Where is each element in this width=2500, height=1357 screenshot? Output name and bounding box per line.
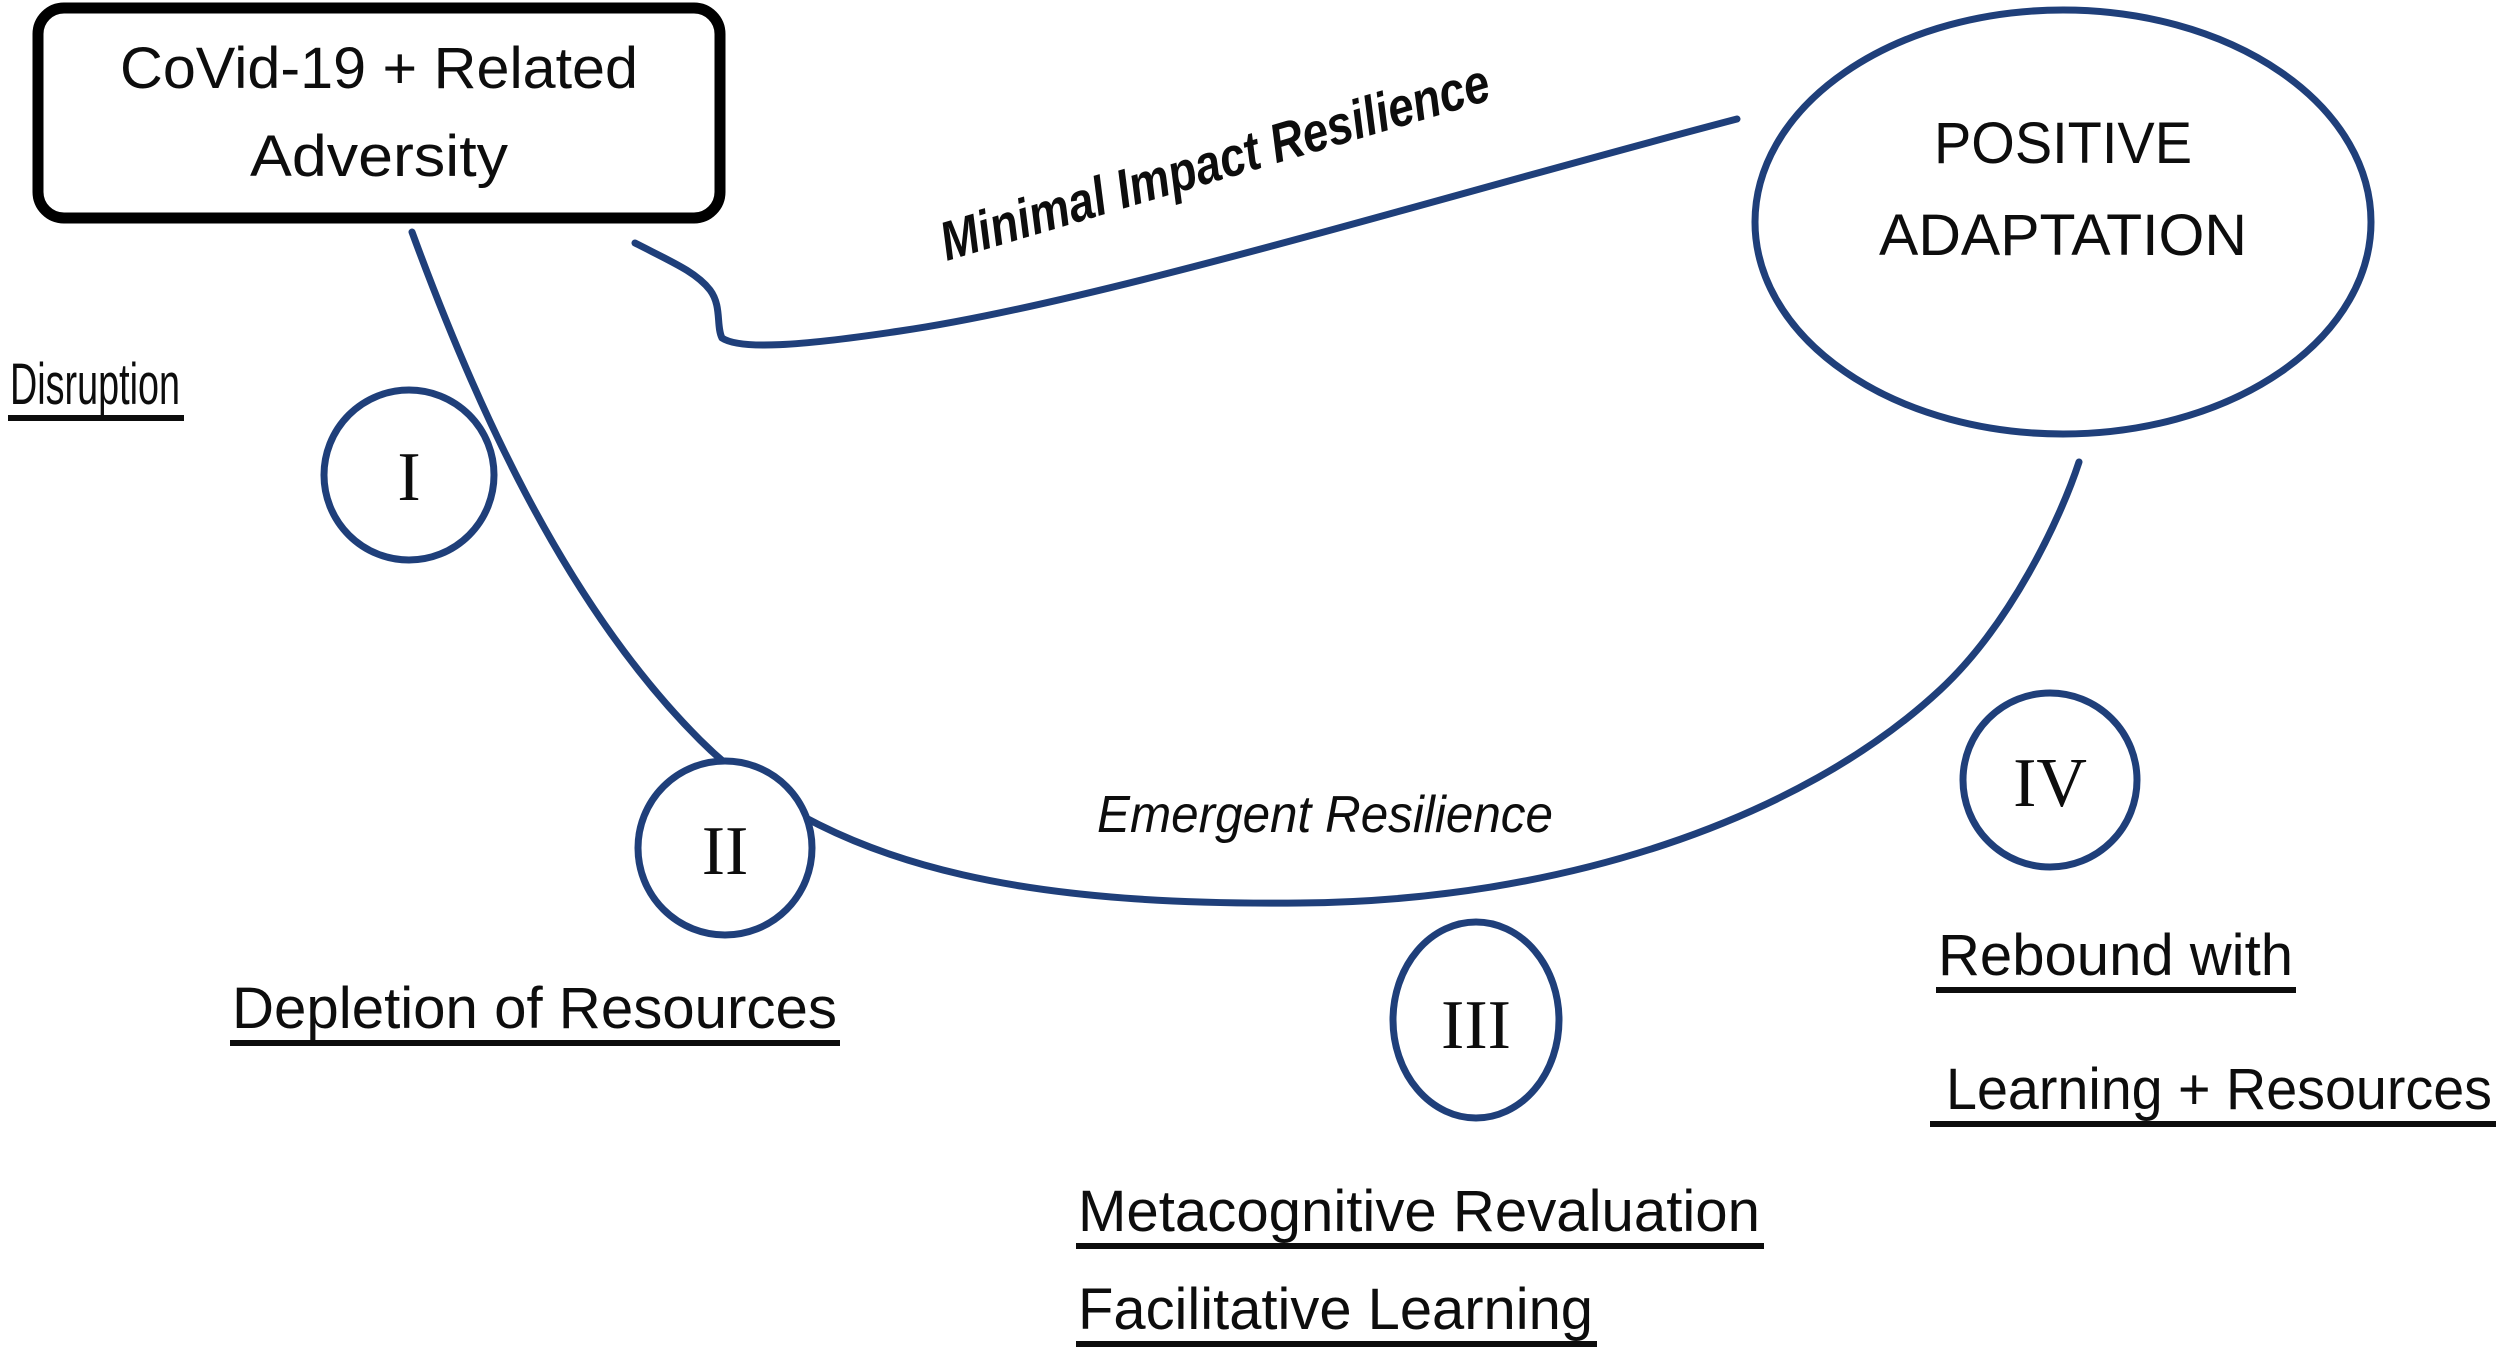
stage-numeral-iii: III: [1441, 987, 1511, 1064]
stage-circle-iii: [1389, 918, 1563, 1122]
positive-adaptation-line-2: ADAPTATION: [1879, 203, 2247, 268]
positive-adaptation-oval: [1751, 6, 2375, 438]
stage-circle-ii: [634, 757, 816, 939]
covid-adversity-box: [32, 2, 726, 224]
stage-label-iii-line-2: Facilitative Learning: [1078, 1277, 1593, 1342]
minimal-impact-resilience-label: Minimal Impact Resilience: [933, 51, 1497, 272]
stage-circle-iv: [1959, 689, 2141, 871]
minimal-impact-resilience-curve: [631, 115, 1741, 349]
emergent-resilience-curve: [408, 228, 2083, 907]
positive-adaptation-line-1: POSITIVE: [1934, 111, 2192, 176]
covid-adversity-line-1: CoVid-19 + Related: [120, 36, 638, 101]
emergent-resilience-label: Emergent Resilience: [1097, 786, 1553, 844]
stage-label-iii-line-1: Metacognitive Revaluation: [1078, 1179, 1760, 1244]
stage-circle-i: [320, 386, 498, 564]
stage-numeral-i: I: [397, 439, 420, 516]
covid-adversity-line-2: Adversity: [250, 124, 508, 189]
stage-label-iv-line-2: Learning + Resources: [1946, 1057, 2492, 1122]
stage-label-i-line-1: Disruption: [10, 352, 180, 417]
stage-numeral-ii: II: [702, 813, 749, 890]
stage-numeral-iv: IV: [2013, 745, 2087, 822]
stage-label-ii-line-1: Depletion of Resources: [232, 976, 837, 1041]
minimal-impact-resilience-label-group: Minimal Impact Resilience: [933, 51, 1497, 272]
stage-label-iv-line-1: Rebound with: [1938, 923, 2293, 988]
